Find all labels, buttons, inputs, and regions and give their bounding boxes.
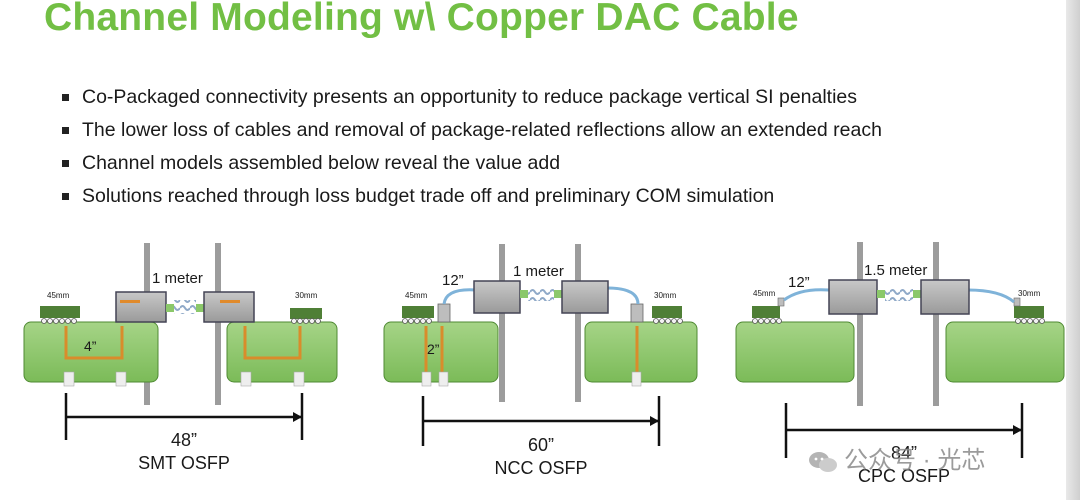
bullet-text: Co-Packaged connectivity presents an opp…: [82, 86, 858, 108]
channel-name-label: CPC OSFP: [858, 466, 950, 486]
package-45mm: [40, 306, 80, 318]
slide-edge: [1066, 0, 1080, 500]
bullet-list: Co-Packaged connectivity presents an opp…: [60, 86, 882, 218]
bullet-marker: [62, 193, 69, 200]
bullet-marker: [62, 160, 69, 167]
reach-length-label: 60”: [528, 435, 554, 455]
right-package-label: 30mm: [1018, 289, 1041, 298]
bullet-item: The lower loss of cables and removal of …: [60, 119, 882, 152]
bullet-item: Co-Packaged connectivity presents an opp…: [60, 86, 882, 119]
trace-length-label: 2”: [427, 341, 440, 357]
diagram-smt-osfp: 1 meter 45mm 30mm 4” 48” SMT OSFP: [23, 243, 338, 473]
reach-length-label: 48”: [171, 430, 197, 450]
osfp-module-left: [115, 291, 167, 323]
bullet-marker: [62, 94, 69, 101]
bullet-text: Solutions reached through loss budget tr…: [82, 185, 775, 207]
watermark-text: 公众号 · 光芯: [844, 447, 986, 474]
pcb-right: [226, 321, 338, 383]
channel-name-label: SMT OSFP: [138, 453, 230, 473]
right-package-label: 30mm: [654, 291, 677, 300]
left-package-label: 45mm: [405, 291, 428, 300]
slide-title: Channel Modeling w\ Copper DAC Cable: [44, 0, 799, 39]
cable-length-label: 1 meter: [152, 270, 203, 287]
bullet-text: The lower loss of cables and removal of …: [82, 119, 882, 141]
watermark: 公众号 · 光芯: [808, 440, 985, 475]
flyover-length-label: 12”: [788, 274, 810, 291]
package-30mm: [290, 308, 322, 319]
cable-length-label: 1 meter: [513, 263, 564, 280]
bullet-text: Channel models assembled below reveal th…: [82, 152, 561, 174]
reach-length-label: 84”: [891, 443, 917, 463]
channel-name-label: NCC OSFP: [494, 458, 587, 478]
trace-length-label: 4”: [84, 338, 97, 354]
left-package-label: 45mm: [47, 291, 70, 300]
osfp-module-right: [203, 291, 255, 323]
bullet-item: Solutions reached through loss budget tr…: [60, 185, 882, 218]
bullet-marker: [62, 127, 69, 134]
bullet-item: Channel models assembled below reveal th…: [60, 152, 882, 185]
pcb-trace-left: [64, 326, 124, 360]
pcb-trace-right: [243, 326, 302, 360]
diagram-cpc-osfp: 12” 1.5 meter 45mm 30mm 84” CPC OSFP: [735, 242, 1065, 486]
dac-cable: [174, 300, 196, 314]
faceplate-right: [215, 243, 221, 405]
left-package-label: 45mm: [753, 289, 776, 298]
cable-length-label: 1.5 meter: [864, 262, 927, 279]
wechat-icon: [809, 451, 837, 472]
right-package-label: 30mm: [295, 291, 318, 300]
diagram-ncc-osfp: 12” 1 meter 45mm 30mm 2” 60” NCC OSFP: [383, 244, 698, 478]
pcb-left: [23, 321, 159, 383]
flyover-length-label: 12”: [442, 272, 464, 289]
